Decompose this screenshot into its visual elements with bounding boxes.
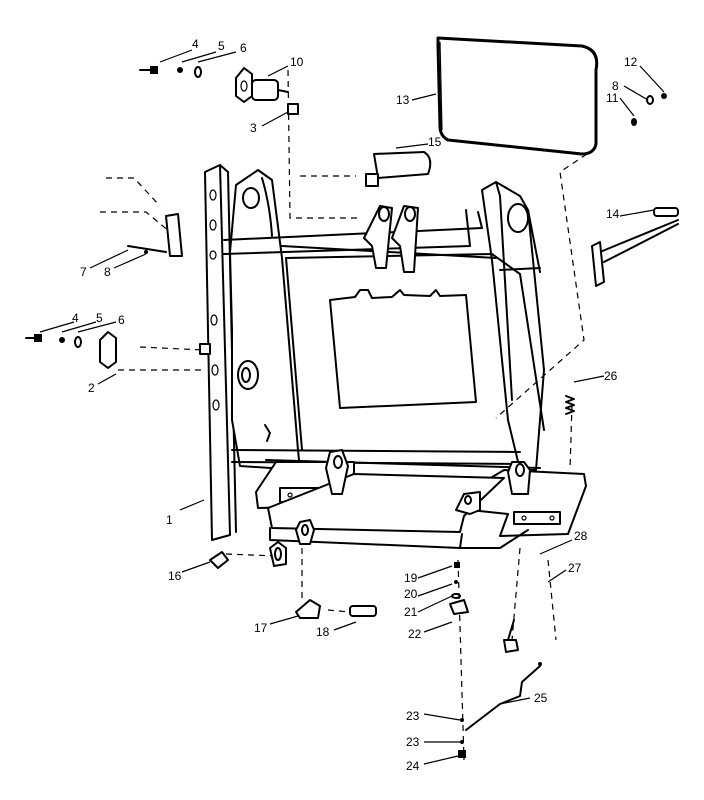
callout-22: 22	[408, 627, 422, 641]
main-frame	[204, 164, 545, 541]
callout-6-left: 6	[118, 313, 125, 327]
callout-11: 11	[606, 91, 619, 105]
callout-12: 12	[624, 55, 638, 69]
callout-24: 24	[406, 759, 420, 773]
callout-19: 19	[404, 571, 418, 585]
callout-26: 26	[604, 369, 618, 383]
callout-5-left: 5	[96, 311, 103, 325]
callout-8-right: 8	[612, 79, 619, 93]
callout-5-top: 5	[218, 39, 225, 53]
callout-8-left: 8	[104, 265, 111, 279]
callout-14: 14	[606, 207, 620, 221]
hidden-lines	[100, 69, 597, 761]
rear-plate	[436, 36, 599, 156]
callout-23-lower: 23	[406, 735, 420, 749]
callout-20: 20	[404, 587, 418, 601]
callout-2: 2	[88, 381, 95, 395]
callout-10: 10	[290, 55, 304, 69]
callout-27: 27	[568, 561, 582, 575]
leader-lines	[39, 49, 665, 765]
callout-4-left: 4	[72, 311, 79, 325]
callout-labels: 1 2 3 4 5 6 4 5 6 7 8 8 10 11 12 13 14 1…	[72, 37, 638, 773]
callout-17: 17	[254, 621, 268, 635]
callout-7: 7	[80, 265, 87, 279]
callout-28: 28	[574, 529, 588, 543]
callout-1: 1	[166, 513, 173, 527]
callout-4-top: 4	[192, 37, 199, 51]
callout-6-top: 6	[240, 41, 247, 55]
small-parts	[25, 66, 679, 758]
callout-15: 15	[428, 135, 442, 149]
callout-18: 18	[316, 625, 330, 639]
callout-3: 3	[250, 121, 257, 135]
callout-16: 16	[168, 569, 182, 583]
callout-21: 21	[404, 605, 418, 619]
callout-25: 25	[534, 691, 548, 705]
callout-23-upper: 23	[406, 709, 420, 723]
bottom-platform	[255, 449, 587, 549]
callout-13: 13	[396, 93, 410, 107]
